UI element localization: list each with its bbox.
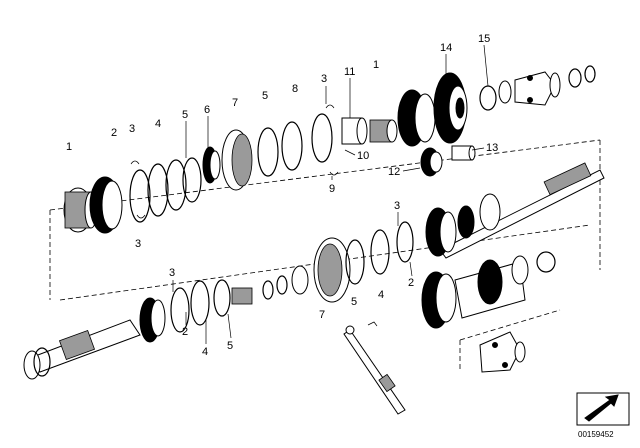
callout-7-upper: 7 bbox=[232, 97, 238, 109]
callout-14: 14 bbox=[440, 42, 452, 54]
lower-assembly-frame bbox=[49, 139, 601, 301]
rings-upper-middle bbox=[257, 113, 333, 177]
synchro-sleeve-7-upper bbox=[221, 129, 253, 191]
needle-bearing-6 bbox=[202, 146, 221, 184]
gear-12 bbox=[420, 147, 443, 177]
callout-3-lower-right: 3 bbox=[394, 200, 400, 212]
main-shaft-lower-right bbox=[425, 162, 605, 259]
sleeve-11 bbox=[341, 117, 368, 145]
callout-5-lower-left: 5 bbox=[227, 340, 233, 352]
leader-lines bbox=[172, 44, 489, 344]
arrow-icon bbox=[576, 392, 630, 426]
callout-2-lower-left: 2 bbox=[182, 326, 188, 338]
flange-lower-right bbox=[479, 331, 526, 373]
callout-6: 6 bbox=[204, 104, 210, 116]
callout-15: 15 bbox=[478, 33, 490, 45]
bushing-13 bbox=[451, 145, 476, 161]
gear-upper-left bbox=[89, 176, 123, 234]
synchro-assembly-lower bbox=[313, 221, 414, 303]
callout-1-upper-mid: 1 bbox=[373, 59, 379, 71]
selector-shaft-bottom bbox=[343, 321, 406, 415]
callout-3-lower-left: 3 bbox=[169, 267, 175, 279]
callout-11: 11 bbox=[344, 66, 355, 78]
callout-2-lower-right: 2 bbox=[408, 277, 414, 289]
callout-3-upper-mid: 3 bbox=[321, 73, 327, 85]
rings-lower-left bbox=[170, 279, 231, 333]
document-number: 00159452 bbox=[578, 430, 614, 439]
input-shaft-lower-left bbox=[23, 297, 166, 380]
callout-2-upper: 2 bbox=[111, 127, 117, 139]
bearing-upper bbox=[369, 119, 398, 143]
countershaft-gear-lower-right bbox=[421, 251, 556, 329]
callout-3-upper: 3 bbox=[129, 123, 135, 135]
callout-5-upper-mid: 5 bbox=[262, 90, 268, 102]
callout-4-lower-left: 4 bbox=[202, 346, 208, 358]
callout-7-lower: 7 bbox=[319, 309, 325, 321]
callout-3-left: 3 bbox=[135, 238, 141, 250]
circlip-small-parts bbox=[130, 104, 339, 219]
small-bearings-lower bbox=[231, 265, 309, 305]
cover-frame-line bbox=[459, 309, 561, 341]
synchro-rings-upper bbox=[129, 157, 202, 223]
gear-cluster-upper bbox=[397, 89, 436, 147]
callout-4-upper: 4 bbox=[155, 118, 161, 130]
gear-14 bbox=[433, 72, 468, 144]
callout-10: 10 bbox=[357, 150, 369, 162]
callout-12: 12 bbox=[388, 166, 400, 178]
callout-5-lower-right: 5 bbox=[351, 296, 357, 308]
ring-15 bbox=[479, 85, 497, 111]
flange-upper-right bbox=[498, 65, 596, 106]
callout-1-upper-left: 1 bbox=[66, 141, 72, 153]
callout-5-upper: 5 bbox=[182, 109, 188, 121]
callout-8: 8 bbox=[292, 83, 298, 95]
callout-13: 13 bbox=[486, 142, 498, 154]
callout-4-lower-right: 4 bbox=[378, 289, 384, 301]
callout-9: 9 bbox=[329, 183, 335, 195]
